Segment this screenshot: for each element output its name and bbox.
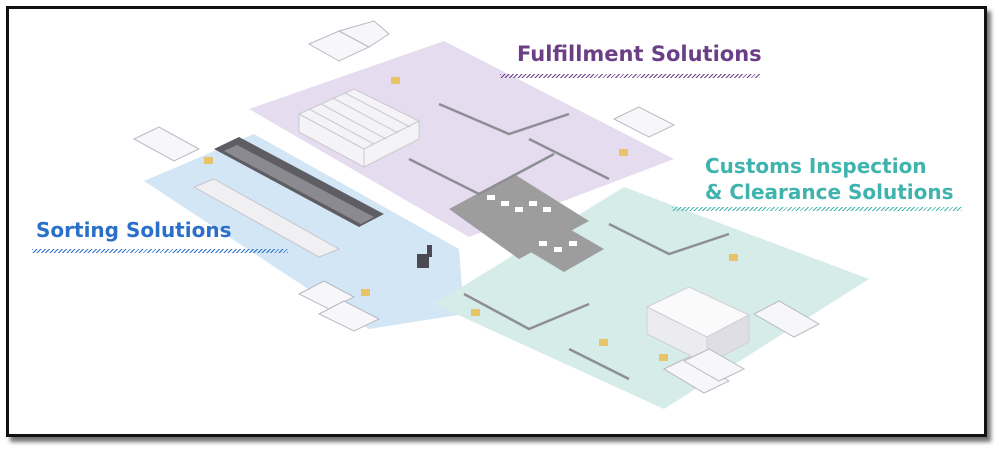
- fulfillment-solutions-label: Fulfillment Solutions: [517, 42, 762, 66]
- isometric-warehouse-scene: [132, 20, 869, 409]
- cargo-box-icon: [204, 77, 738, 361]
- customs-label-line1: Customs Inspection: [705, 154, 927, 178]
- sorting-underline: [32, 249, 288, 253]
- warehouse-shelving-icon: [297, 88, 421, 168]
- inspection-building: [645, 286, 751, 365]
- truck-icon: [132, 20, 821, 394]
- customs-underline: [672, 207, 962, 211]
- workstation-icon: [487, 195, 577, 252]
- customs-label-line2: & Clearance Solutions: [705, 180, 954, 204]
- robot-arm-icon: [417, 245, 432, 268]
- conveyor-icon: [463, 222, 730, 381]
- conveyor-icon: [192, 137, 384, 258]
- conveyor-icon: [408, 102, 610, 196]
- sorting-solutions-label: Sorting Solutions: [36, 218, 232, 242]
- fulfillment-underline: [500, 74, 760, 78]
